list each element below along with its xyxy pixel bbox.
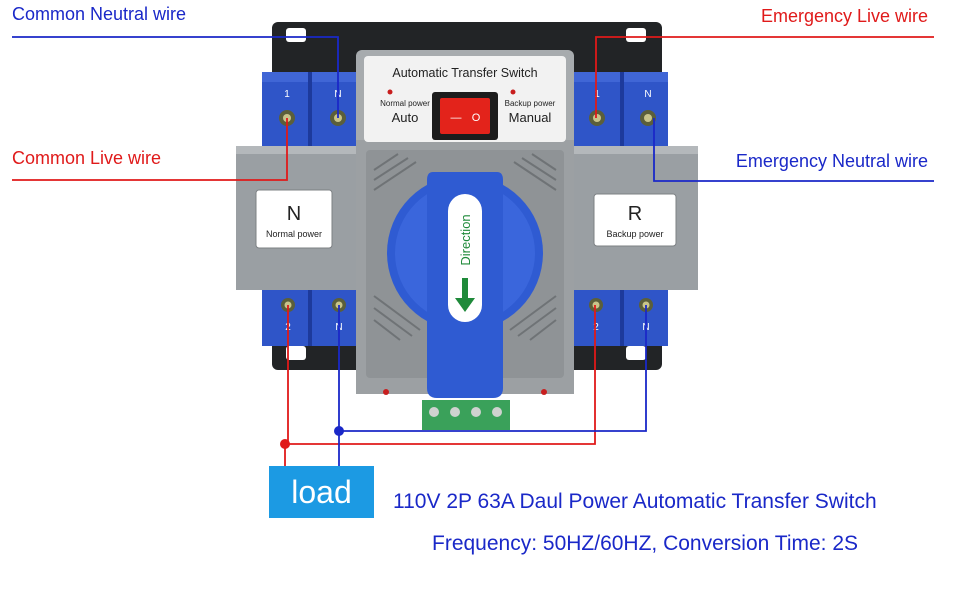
- common-neutral-wire: [12, 36, 339, 118]
- normal-power-small-label: Normal power: [380, 99, 430, 108]
- terminal-label-top-right-1: 1: [594, 89, 600, 100]
- terminal-block-top-right: 1 N: [572, 72, 668, 148]
- terminal-label-top-left-1: 1: [284, 89, 290, 100]
- rocker-off-mark: —: [451, 112, 462, 124]
- backup-power-badge-text: Backup power: [606, 229, 663, 239]
- load-live-wire: [287, 305, 596, 445]
- normal-power-badge-text: Normal power: [266, 229, 322, 239]
- normal-power-badge-letter: N: [287, 203, 301, 225]
- terminal-label-bottom-right-2: 2: [593, 322, 599, 333]
- terminal-block-bottom-left: 2 N: [262, 290, 358, 346]
- backup-power-small-label: Backup power: [505, 99, 556, 108]
- live-junction-dot: [280, 439, 290, 449]
- emergency-neutral-wire: [653, 118, 934, 182]
- emergency-neutral-wire-label: Emergency Neutral wire: [735, 151, 928, 171]
- load-box: load: [269, 466, 374, 518]
- backup-power-badge-letter: R: [628, 203, 642, 225]
- rocker-on-mark: O: [472, 112, 481, 124]
- common-neutral-wire-label: Common Neutral wire: [12, 4, 187, 24]
- control-terminal-strip: [422, 400, 510, 430]
- terminal-block-top-left: 1 N: [262, 72, 358, 148]
- product-title: 110V 2P 63A Daul Power Automatic Transfe…: [393, 490, 877, 513]
- auto-label: Auto: [392, 110, 419, 125]
- auto-manual-rocker-switch[interactable]: — O: [432, 92, 498, 140]
- terminal-label-top-right-n: N: [644, 89, 651, 100]
- wiring: [12, 36, 934, 468]
- manual-label: Manual: [509, 110, 552, 125]
- direction-arrow-icon: [455, 278, 475, 312]
- common-live-wire-label: Common Live wire: [12, 148, 162, 168]
- panel-title: Automatic Transfer Switch: [392, 66, 537, 80]
- neutral-junction-dot: [334, 426, 344, 436]
- terminal-block-bottom-right: 2 N: [572, 290, 668, 346]
- emergency-live-wire: [595, 36, 934, 118]
- product-specs: Frequency: 50HZ/60HZ, Conversion Time: 2…: [432, 532, 859, 555]
- load-neutral-wire: [338, 305, 647, 432]
- left-housing: N Normal power: [236, 146, 360, 290]
- emergency-live-wire-label: Emergency Live wire: [760, 6, 928, 26]
- right-housing: R Backup power: [574, 146, 698, 290]
- common-live-wire: [12, 118, 288, 181]
- rotary-handle[interactable]: Direction: [387, 172, 543, 398]
- direction-text: Direction: [458, 214, 473, 265]
